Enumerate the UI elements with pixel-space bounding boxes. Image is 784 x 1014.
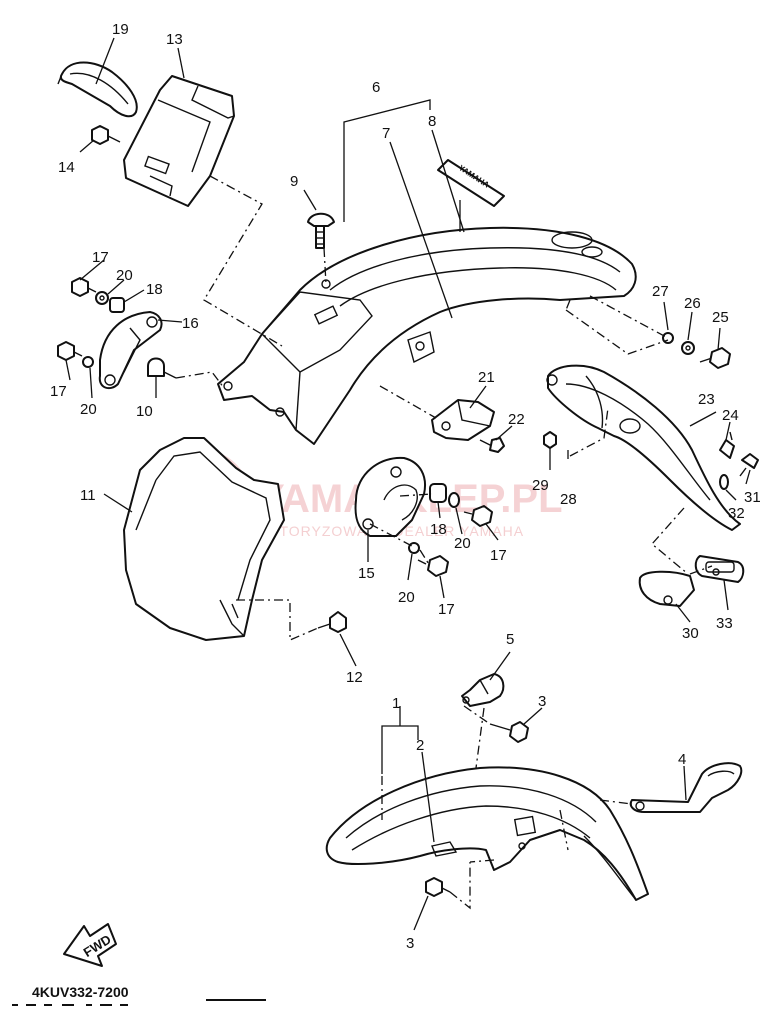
assembly-lines — [175, 175, 713, 910]
callout-13: 13 — [166, 31, 183, 48]
callout-17a: 17 — [92, 249, 109, 266]
part-17-bolt-lower — [57, 341, 83, 361]
callout-10: 10 — [136, 403, 153, 420]
callout-17b: 17 — [50, 383, 67, 400]
part-5-clamp — [461, 673, 505, 707]
part-3-bolt-lower — [425, 877, 451, 897]
part-18-collar-middle — [429, 483, 447, 503]
leader-lines — [65, 37, 751, 931]
callout-9: 9 — [290, 173, 298, 190]
part-21-clamp — [431, 399, 495, 441]
callout-5: 5 — [506, 631, 514, 648]
part-24-nut — [719, 431, 735, 459]
callout-20d: 20 — [398, 589, 415, 606]
callout-17c: 17 — [490, 547, 507, 564]
part-17-bolt-upper — [71, 277, 97, 297]
part-code: 4KUV332-7200 — [32, 984, 129, 1000]
callout-8: 8 — [428, 113, 436, 130]
callout-30: 30 — [682, 625, 699, 642]
part-14-bolt — [91, 125, 121, 145]
callout-4: 4 — [678, 751, 686, 768]
callout-28: 28 — [560, 491, 577, 508]
part-4-cable-guide — [629, 762, 743, 813]
callout-23: 23 — [698, 391, 715, 408]
part-10-nut — [147, 357, 177, 379]
part-18-collar-upper — [109, 297, 125, 313]
callout-2: 2 — [416, 737, 424, 754]
part-22-screw — [479, 437, 505, 453]
part-19-strap — [57, 61, 138, 118]
callout-12: 12 — [346, 669, 363, 686]
part-23-rear-fender-ext — [546, 364, 741, 531]
callout-6: 6 — [372, 79, 380, 96]
callout-20a: 20 — [116, 267, 133, 284]
fwd-arrow-icon: FWD — [63, 923, 117, 967]
part-29-nut — [543, 431, 557, 449]
part-20-washer-lower — [82, 356, 94, 368]
part-12-bolt — [317, 611, 347, 633]
part-6-rear-fender — [217, 226, 637, 445]
part-9-bolt — [307, 212, 335, 249]
part-20-washer-upper — [95, 291, 109, 305]
part-30-bracket — [638, 570, 695, 607]
callout-3a: 3 — [538, 693, 546, 710]
callout-19: 19 — [112, 21, 129, 38]
callout-3b: 3 — [406, 935, 414, 952]
part-17-bolt-middle — [463, 505, 493, 527]
callout-26: 26 — [684, 295, 701, 312]
callout-20c: 20 — [454, 535, 471, 552]
part-8-badge: YAMAHA — [437, 159, 505, 207]
footer-marks — [12, 999, 266, 1006]
callout-21: 21 — [478, 369, 495, 386]
callout-31: 31 — [744, 489, 761, 506]
callout-11: 11 — [80, 487, 96, 504]
callout-24: 24 — [722, 407, 739, 424]
callout-7: 7 — [382, 125, 390, 142]
part-31-bolt — [739, 453, 759, 477]
part-16-bracket — [98, 311, 163, 390]
part-11-mudguard — [123, 437, 285, 641]
callout-33: 33 — [716, 615, 733, 632]
callout-20b: 20 — [80, 401, 97, 418]
part-3-bolt-upper — [489, 721, 529, 743]
callout-17d: 17 — [438, 601, 455, 618]
callout-18a: 18 — [146, 281, 163, 298]
part-25-bolt — [699, 347, 731, 369]
callout-15: 15 — [358, 565, 375, 582]
callout-16: 16 — [182, 315, 199, 332]
callout-25: 25 — [712, 309, 729, 326]
callout-29: 29 — [532, 477, 549, 494]
part-33-reflector — [694, 555, 745, 583]
callout-14: 14 — [58, 159, 75, 176]
part-13-cover — [123, 75, 235, 207]
callout-32: 32 — [728, 505, 745, 522]
callout-1: 1 — [392, 695, 400, 712]
callouts: 19 13 14 6 7 8 9 17 20 18 16 17 20 10 27… — [50, 21, 761, 952]
part-26-washer — [681, 341, 695, 355]
part-32-washer — [719, 474, 729, 490]
callout-27: 27 — [652, 283, 669, 300]
callout-22: 22 — [508, 411, 525, 428]
part-17-bolt-middle-lower — [417, 555, 449, 577]
part-1-front-fender — [325, 766, 649, 901]
callout-18b: 18 — [430, 521, 447, 538]
part-20-washer-middle — [448, 492, 460, 508]
part-15-plate — [354, 456, 426, 537]
